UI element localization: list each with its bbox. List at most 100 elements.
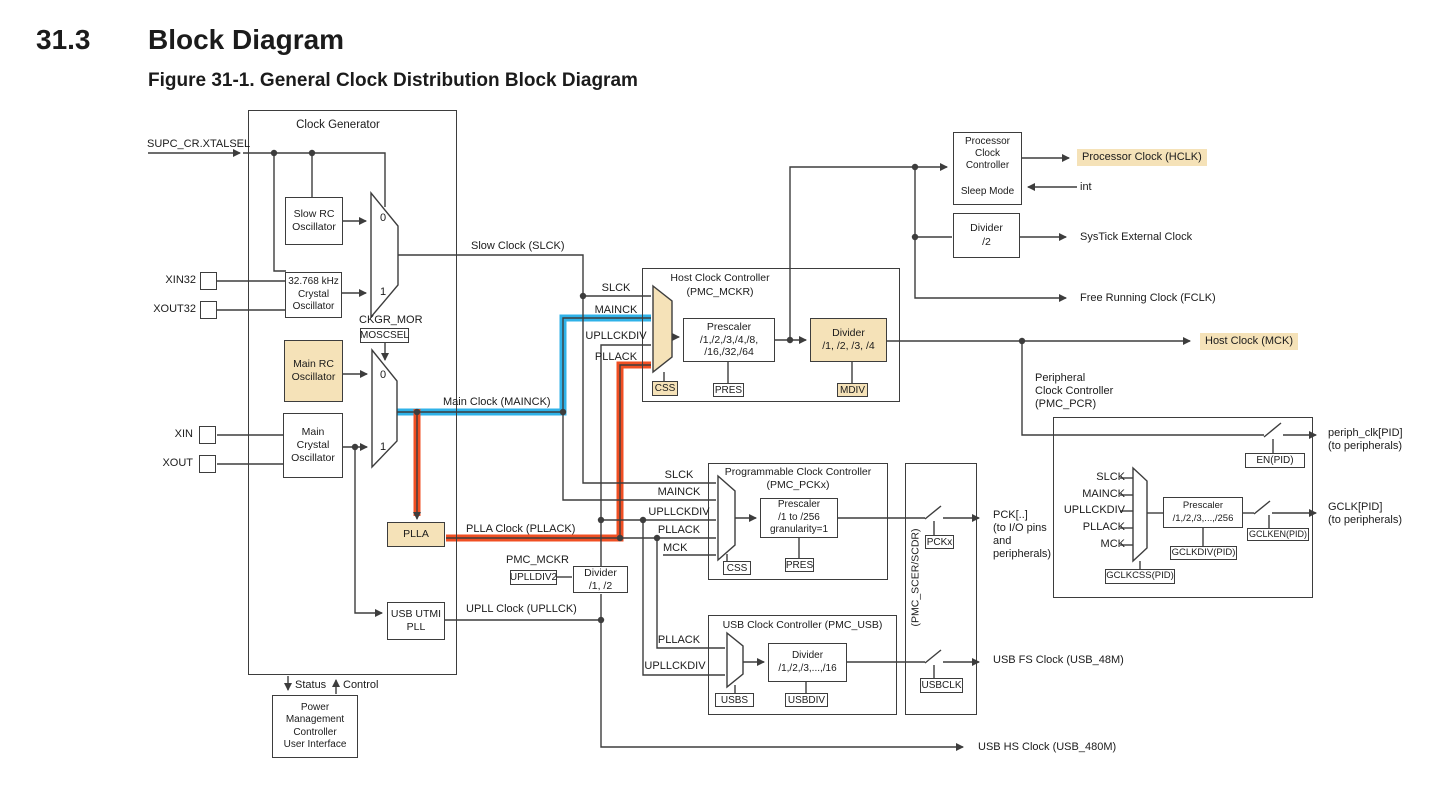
pckx-mainck-input-label: MAINCK bbox=[657, 486, 701, 498]
usbdiv-register: USBDIV bbox=[785, 693, 828, 707]
gclk-source-mux bbox=[1132, 466, 1148, 563]
gclken-register: GCLKEN(PID) bbox=[1247, 528, 1309, 541]
hcc-pllack-input-label: PLLACK bbox=[594, 351, 638, 363]
fclk-output-label: Free Running Clock (FCLK) bbox=[1080, 292, 1216, 304]
main-crystal-oscillator: Main Crystal Oscillator bbox=[283, 413, 343, 478]
gclk-slck-input-label: SLCK bbox=[1096, 471, 1125, 483]
pckx-enable-register: PCKx bbox=[925, 535, 954, 549]
peripheral-clock-controller-title: Peripheral Clock Controller (PMC_PCR) bbox=[1035, 372, 1114, 410]
clock-generator-box bbox=[248, 110, 457, 675]
xin-pad bbox=[199, 426, 216, 444]
usb-clock-controller-box bbox=[708, 615, 897, 715]
control-label: Control bbox=[343, 679, 379, 691]
usbclk-switch bbox=[924, 649, 942, 664]
pck-output-label: PCK[..] (to I/O pins and peripherals) bbox=[993, 509, 1052, 560]
pckx-mck-input-label: MCK bbox=[663, 542, 688, 554]
programmable-clock-controller-title: Programmable Clock Controller (PMC_PCKx) bbox=[724, 466, 872, 492]
gclk-upllckdiv-input-label: UPLLCKDIV bbox=[1063, 504, 1125, 516]
gclk-pllack-input-label: PLLACK bbox=[1082, 521, 1125, 533]
usb-source-mux bbox=[726, 631, 744, 689]
mck-output-label: Host Clock (MCK) bbox=[1200, 333, 1299, 350]
hcc-divider-box: Divider /1, /2, /3, /4 bbox=[810, 318, 887, 362]
pckx-switch bbox=[924, 505, 942, 520]
pckx-prescaler-box: Prescaler /1 to /256 granularity=1 bbox=[760, 498, 838, 538]
clock-generator-title: Clock Generator bbox=[296, 119, 380, 131]
gclk-output-label: GCLK[PID] (to peripherals) bbox=[1328, 501, 1402, 526]
int-label: int bbox=[1080, 181, 1092, 193]
xtal32-oscillator: 32.768 kHz Crystal Oscillator bbox=[285, 272, 342, 318]
slow-mux-1-label: 1 bbox=[379, 286, 387, 298]
host-clock-controller-box bbox=[642, 268, 900, 402]
peripheral-clock-controller-box bbox=[1053, 417, 1313, 598]
systick-output-label: SysTick External Clock bbox=[1080, 231, 1193, 243]
hcc-pres-register: PRES bbox=[713, 383, 744, 397]
xout-pad bbox=[199, 455, 216, 473]
usb-fs-clock-label: USB FS Clock (USB_48M) bbox=[993, 654, 1124, 666]
hcc-mdiv-register: MDIV bbox=[837, 383, 868, 397]
hclk-output-label: Processor Clock (HCLK) bbox=[1077, 149, 1207, 166]
scer-scdr-title: (PMC_SCER/SCDR) bbox=[909, 528, 922, 627]
upll-divider-box: Divider /1, /2 bbox=[573, 566, 628, 593]
status-label: Status bbox=[295, 679, 327, 691]
programmable-clock-controller-box bbox=[708, 463, 888, 580]
main-clock-mux bbox=[371, 348, 398, 469]
gclk-mck-input-label: MCK bbox=[1100, 538, 1125, 550]
usbs-register: USBS bbox=[715, 693, 754, 707]
xin-label: XIN bbox=[174, 428, 193, 440]
xout-label: XOUT bbox=[162, 457, 193, 469]
scer-scdr-box bbox=[905, 463, 977, 715]
pckx-upllckdiv-input-label: UPLLCKDIV bbox=[648, 506, 710, 518]
junction-dots bbox=[270, 149, 1026, 624]
pckx-slck-input-label: SLCK bbox=[664, 469, 694, 481]
pmc-user-interface-box: Power Management Controller User Interfa… bbox=[272, 695, 358, 758]
pckx-pres-register: PRES bbox=[785, 558, 814, 572]
usb-divider-box: Divider /1,/2,/3,...,/16 bbox=[768, 643, 847, 682]
main-mux-1-label: 1 bbox=[379, 441, 387, 453]
usb-pllack-input-label: PLLACK bbox=[657, 634, 701, 646]
pmc-mckr-label: PMC_MCKR bbox=[506, 554, 569, 566]
processor-clock-controller-title: Processor Clock Controller bbox=[964, 136, 1010, 171]
moscsel-register: MOSCSEL bbox=[360, 328, 409, 343]
main-mux-0-label: 0 bbox=[379, 369, 387, 381]
processor-clock-controller-box bbox=[953, 132, 1022, 205]
usb-utmi-pll-block: USB UTMI PLL bbox=[387, 602, 445, 640]
xin32-label: XIN32 bbox=[165, 274, 196, 286]
section-number: 31.3 bbox=[36, 24, 91, 55]
host-clock-controller-title: Host Clock Controller (PMC_MCKR) bbox=[670, 272, 770, 298]
main-clock-label: Main Clock (MAINCK) bbox=[443, 396, 551, 408]
usb-hs-clock-label: USB HS Clock (USB_480M) bbox=[978, 741, 1117, 753]
hcc-prescaler-box: Prescaler /1,/2,/3,/4,/8, /16,/32,/64 bbox=[683, 318, 775, 362]
slow-rc-oscillator: Slow RC Oscillator bbox=[285, 197, 343, 245]
ckgr-mor-label: CKGR_MOR bbox=[359, 314, 423, 326]
supc-xtalsel-label: SUPC_CR.XTALSEL bbox=[147, 138, 251, 150]
xin32-pad bbox=[200, 272, 217, 290]
periph-clk-output-label: periph_clk[PID] (to peripherals) bbox=[1328, 427, 1403, 452]
xout32-pad bbox=[200, 301, 217, 319]
usb-upllckdiv-input-label: UPLLCKDIV bbox=[644, 660, 706, 672]
gclk-mainck-input-label: MAINCK bbox=[1082, 488, 1125, 500]
page-title: Block Diagram bbox=[148, 24, 345, 55]
gclk-prescaler-box: Prescaler /1,/2,/3,...,/256 bbox=[1163, 497, 1243, 528]
slow-mux-0-label: 0 bbox=[379, 212, 387, 224]
sleep-mode-label: Sleep Mode bbox=[960, 186, 1015, 197]
hcc-css-register: CSS bbox=[652, 381, 678, 396]
gclk-switch bbox=[1253, 500, 1271, 515]
hcc-upllckdiv-input-label: UPLLCKDIV bbox=[585, 330, 647, 342]
gclkdiv-register: GCLKDIV(PID) bbox=[1170, 546, 1237, 560]
main-rc-oscillator: Main RC Oscillator bbox=[284, 340, 343, 402]
plla-block: PLLA bbox=[387, 522, 445, 547]
clock-gate-switches bbox=[924, 422, 1282, 664]
systick-divider-box: Divider /2 bbox=[953, 213, 1020, 258]
pckx-pllack-input-label: PLLACK bbox=[657, 524, 701, 536]
usb-clock-controller-title: USB Clock Controller (PMC_USB) bbox=[722, 619, 883, 631]
slow-clock-mux bbox=[370, 191, 399, 319]
hcc-slck-input-label: SLCK bbox=[601, 282, 631, 294]
uplldiv2-register: UPLLDIV2 bbox=[509, 570, 558, 585]
upll-clock-label: UPLL Clock (UPLLCK) bbox=[466, 603, 577, 615]
pckx-css-register: CSS bbox=[723, 561, 751, 575]
figure-caption: Figure 31-1. General Clock Distribution … bbox=[148, 70, 638, 91]
hcc-css-mux bbox=[652, 284, 673, 374]
pckx-css-mux bbox=[717, 474, 736, 562]
